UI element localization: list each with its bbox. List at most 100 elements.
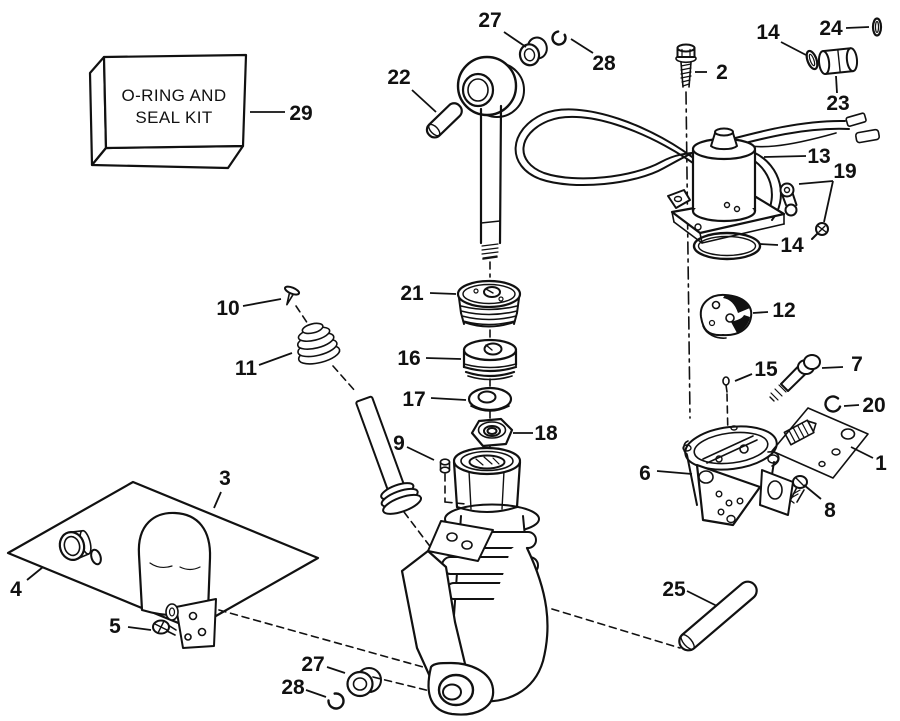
screw-8: [789, 475, 808, 504]
part-number-27: 27: [301, 653, 324, 676]
leader-line-27: [326, 666, 346, 674]
tilt-pin-25: [678, 580, 758, 652]
kit-box-text-line2: SEAL KIT: [135, 108, 212, 127]
part-number-29: 29: [289, 102, 312, 125]
part-number-17: 17: [402, 388, 425, 411]
leader-line-8: [803, 484, 822, 500]
leader-line-23: [835, 75, 838, 94]
leader-line-20: [843, 404, 860, 407]
leader-line-7: [821, 366, 844, 369]
bushing-27-top: [518, 36, 548, 67]
tilt-rod: [456, 55, 525, 260]
wire-connector: [854, 128, 881, 144]
part-number-14: 14: [780, 234, 804, 257]
leader-line-21: [429, 292, 457, 295]
leader-line-15: [734, 373, 753, 382]
oring-14-large: [692, 231, 762, 261]
fitting-9: [439, 458, 451, 474]
part-number-7: 7: [851, 353, 863, 376]
screw-5: [152, 619, 177, 636]
leader-line-13: [763, 155, 807, 158]
part-number-28: 28: [592, 52, 616, 75]
snap-ring-28-top: [551, 30, 567, 46]
leader-line-4: [26, 566, 44, 581]
leader-line-5: [127, 626, 152, 631]
snap-ring-20: [824, 395, 842, 413]
valve-body-6: [682, 425, 794, 527]
piston-rod: [355, 395, 423, 515]
reservoir-tank: [137, 511, 212, 617]
part-number-1: 1: [875, 452, 887, 475]
nut-18: [470, 417, 514, 448]
electric-motor-13: [667, 127, 786, 244]
end-cap-21: [456, 279, 522, 328]
part-number-12: 12: [772, 299, 795, 322]
part-number-28: 28: [281, 676, 305, 699]
leader-line-3: [213, 491, 222, 509]
leader-line-17: [430, 397, 467, 401]
oring-seal-kit-box: O-RING AND SEAL KIT: [88, 53, 248, 170]
part-number-18: 18: [534, 422, 558, 445]
part-number-27: 27: [478, 9, 501, 32]
reservoir-assembly: [137, 511, 217, 649]
part-number-15: 15: [754, 358, 778, 381]
part-number-20: 20: [862, 394, 885, 417]
leader-line-1: [850, 446, 874, 459]
rotor-12: [699, 293, 753, 339]
washer-17: [467, 386, 513, 412]
part-number-11: 11: [235, 357, 258, 380]
bolt-7: [769, 354, 821, 402]
screw-10: [283, 285, 301, 306]
leader-line-19: [798, 180, 834, 185]
leader-line-28: [570, 38, 594, 54]
part-number-24: 24: [819, 17, 843, 40]
leader-line-28: [305, 689, 327, 698]
part-number-2: 2: [716, 61, 728, 84]
cylinder-housing: [400, 446, 549, 716]
part-number-22: 22: [387, 66, 410, 89]
part-number-3: 3: [219, 467, 231, 490]
gasket-1: [771, 407, 869, 479]
leader-line-24: [845, 26, 870, 29]
piston-16: [462, 338, 518, 381]
leader-line-25: [686, 590, 718, 607]
leader-line-19: [823, 180, 834, 223]
part-number-16: 16: [397, 347, 420, 370]
part-number-6: 6: [639, 462, 651, 485]
connector-23: [817, 47, 859, 76]
oring-14-small: [805, 49, 819, 71]
leader-line-9: [406, 446, 435, 461]
leader-line-10: [242, 298, 282, 307]
part-number-9: 9: [393, 432, 405, 455]
bushing-27-bottom: [346, 667, 382, 698]
part-number-21: 21: [400, 282, 424, 305]
bushing-4: [58, 529, 102, 566]
part-number-14: 14: [756, 21, 780, 44]
centerlines: [218, 91, 729, 692]
wire-connector: [845, 112, 867, 127]
leader-line-22: [411, 89, 437, 113]
kit-box-text-line1: O-RING AND: [121, 86, 226, 105]
check-valve: [783, 419, 817, 446]
housing-hex-cap: [452, 446, 522, 513]
part-number-13: 13: [807, 145, 830, 168]
leader-line-16: [425, 357, 462, 360]
pin-15: [722, 376, 730, 393]
mounting-bracket: [175, 598, 217, 649]
part-number-10: 10: [216, 297, 239, 320]
pivot-pin-22: [425, 102, 463, 139]
part-number-4: 4: [10, 578, 22, 601]
part-number-23: 23: [826, 92, 849, 115]
part-number-25: 25: [662, 578, 686, 601]
leader-line-6: [656, 470, 693, 475]
link-19: [779, 182, 829, 240]
leader-line-14: [759, 243, 779, 246]
part-number-19: 19: [833, 160, 856, 183]
retaining-ring-24: [871, 17, 883, 37]
leader-line-27: [503, 31, 527, 48]
part-number-8: 8: [824, 499, 836, 522]
snap-ring-28-bottom: [327, 692, 345, 710]
